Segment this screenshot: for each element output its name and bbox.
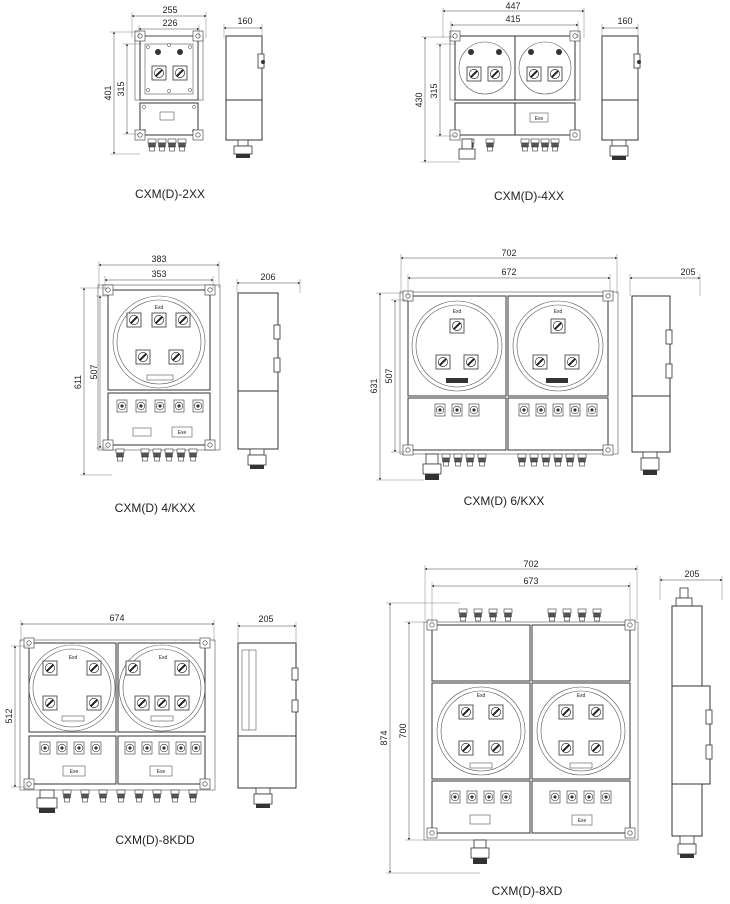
caption: CXM(D) 6/KXX <box>464 494 545 508</box>
exd-label-left: Exd <box>69 655 78 661</box>
caption: CXM(D)-4XX <box>494 189 564 203</box>
dim-inner-width: 415 <box>505 14 520 24</box>
caption: CXM(D) 4/KXX <box>115 501 196 515</box>
dim-depth: 206 <box>260 272 275 282</box>
caption: CXM(D)-8XD <box>492 884 563 898</box>
front-view: Exd Exd Exe Exe <box>19 637 216 813</box>
drawing-cxmd-8xd: Exd Exd Exe <box>379 559 723 898</box>
side-view <box>225 35 265 158</box>
dim-body-height: 315 <box>429 83 439 98</box>
side-view <box>237 642 299 808</box>
dim-body-height: 315 <box>116 81 126 96</box>
side-view <box>601 35 641 160</box>
exe-label-left: Exe <box>70 769 79 775</box>
dim-height: 631 <box>369 378 379 393</box>
dim-inner-width: 672 <box>501 267 516 277</box>
caption: CXM(D)-8KDD <box>115 833 195 847</box>
dim-depth: 205 <box>680 267 695 277</box>
exd-label-right: Exd <box>577 693 586 699</box>
side-view <box>237 292 281 469</box>
caption: CXM(D)-2XX <box>135 187 205 201</box>
dim-inner-width: 226 <box>162 18 177 28</box>
exd-label-left: Exd <box>477 693 486 699</box>
side-view <box>631 295 673 475</box>
dimensions: 702 673 205 874 700 <box>379 559 723 874</box>
dim-outer-width: 255 <box>162 5 177 15</box>
drawing-cxmd-4xx: Exe 447 <box>414 1 641 203</box>
drawing-cxmd-2xx: 255 226 160 401 315 CXM(D)-2XX <box>103 5 265 201</box>
exe-label-right: Exe <box>157 769 166 775</box>
drawing-cxmd-4-kxx: Exd Exe <box>73 254 301 515</box>
dim-outer-width: 674 <box>109 613 124 623</box>
dim-height: 430 <box>414 92 424 107</box>
dim-depth: 160 <box>237 16 252 26</box>
front-view: Exd Exd <box>399 290 619 480</box>
front-view: Exd Exd Exe <box>423 608 639 864</box>
dimensions: 255 226 160 401 315 <box>103 5 263 155</box>
dim-outer-width: 702 <box>501 248 516 258</box>
dim-height: 611 <box>73 375 83 389</box>
drawing-cxmd-8kdd: Exd Exd Exe Exe <box>4 613 299 847</box>
exe-label: Exe <box>178 430 187 436</box>
dim-inner-width: 673 <box>523 576 538 586</box>
exd-label: Exd <box>155 305 164 311</box>
dim-body-height: 700 <box>398 723 408 738</box>
exd-label-right: Exd <box>159 655 168 661</box>
dimensions: 702 672 205 631 507 <box>369 248 701 481</box>
side-view <box>671 587 713 858</box>
dim-depth: 205 <box>258 614 273 624</box>
dim-outer-width: 383 <box>151 254 166 264</box>
dimensions: 674 205 512 <box>4 613 297 788</box>
exd-label-left: Exd <box>453 309 462 315</box>
dim-outer-width: 702 <box>523 559 538 569</box>
front-view: Exe <box>449 30 581 160</box>
front-view <box>134 30 204 152</box>
dim-height: 874 <box>379 730 389 745</box>
exe-label: Exe <box>578 818 587 824</box>
front-view: Exd Exe <box>97 284 221 462</box>
dim-body-height: 507 <box>384 368 394 383</box>
dim-height: 401 <box>103 85 113 100</box>
exd-label-right: Exd <box>554 309 563 315</box>
exe-label: Exe <box>535 116 544 122</box>
dim-depth: 205 <box>684 569 699 579</box>
dim-inner-width: 353 <box>151 269 166 279</box>
dim-depth: 160 <box>617 16 632 26</box>
dim-body-height: 507 <box>89 364 99 379</box>
dimensions: 447 415 160 430 315 <box>414 1 639 163</box>
dimensions: 383 353 206 611 507 <box>73 254 301 476</box>
dim-height: 512 <box>4 708 14 723</box>
dim-outer-width: 447 <box>505 1 520 11</box>
drawing-cxmd-6-kxx: Exd Exd <box>369 248 701 508</box>
